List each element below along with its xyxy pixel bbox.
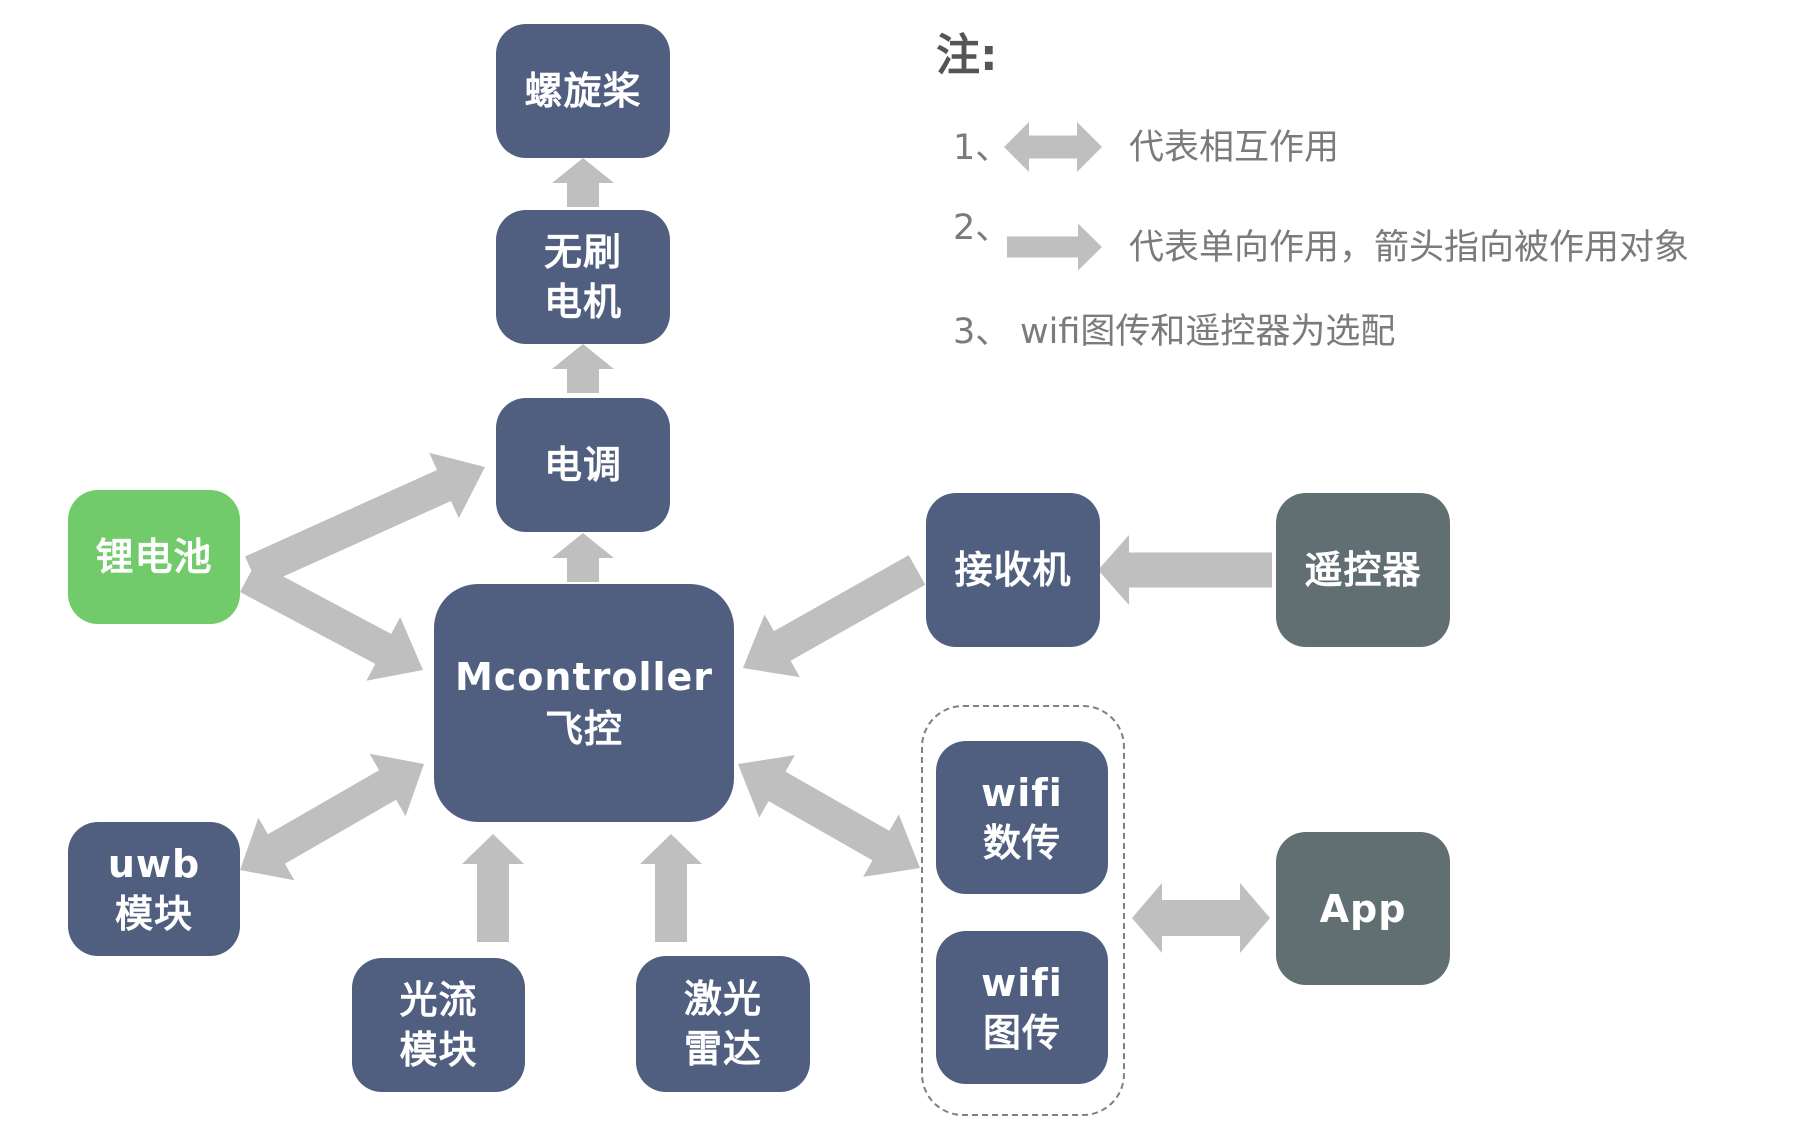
arrow-remote-controller-to-receiver [1098, 535, 1272, 605]
legend-text: wifi图传和遥控器为选配 [1020, 312, 1396, 352]
node-receiver[interactable]: 接收机 [926, 493, 1100, 647]
node-propeller[interactable]: 螺旋桨 [496, 24, 670, 158]
arrow-receiver-to-flight-controller [743, 555, 926, 678]
node-label: 接收机 [954, 548, 1072, 592]
node-wifi-data[interactable]: wifi 数传 [936, 741, 1108, 894]
optional-wifi-group [921, 705, 1125, 1116]
legend-two-way-arrow-icon [1004, 122, 1102, 172]
node-laser-radar[interactable]: 激光 雷达 [636, 956, 810, 1092]
node-brushless-motor[interactable]: 无刷 电机 [496, 210, 670, 344]
node-label: Mcontroller [454, 655, 714, 699]
legend-number: 2、 [953, 208, 1011, 248]
node-remote-controller[interactable]: 遥控器 [1276, 493, 1450, 647]
node-battery[interactable]: 锂电池 [68, 490, 240, 624]
legend-text: 代表相互作用 [1129, 128, 1340, 168]
node-label: 电调 [543, 443, 622, 487]
node-uwb-module[interactable]: uwb 模块 [68, 822, 240, 956]
node-wifi-image[interactable]: wifi 图传 [936, 931, 1108, 1084]
node-label: 雷达 [683, 1027, 762, 1071]
node-label: 模块 [114, 892, 193, 936]
arrow-optional-wifi-group-to-app-bidirectional [1132, 883, 1270, 953]
legend-number: 3、 [953, 312, 1011, 352]
node-label: 激光 [683, 977, 762, 1021]
node-app[interactable]: App [1276, 832, 1450, 985]
arrow-optical-flow-to-flight-controller [462, 834, 524, 942]
arrow-laser-radar-to-flight-controller [640, 834, 702, 942]
node-label: 模块 [399, 1028, 478, 1072]
node-label: 无刷 [543, 230, 622, 274]
legend-title: 注: [936, 30, 998, 81]
arrow-flight-controller-to-esc [552, 533, 614, 582]
node-label: uwb [107, 842, 201, 886]
arrow-battery-to-esc [245, 452, 485, 588]
node-label: 数传 [982, 820, 1061, 865]
node-esc[interactable]: 电调 [496, 398, 670, 532]
node-label: 电机 [543, 280, 622, 324]
node-label: 图传 [982, 1010, 1061, 1055]
node-label: App [1319, 886, 1407, 931]
node-label: 光流 [399, 978, 478, 1022]
node-flight-controller[interactable]: Mcontroller 飞控 [434, 584, 734, 822]
node-label: 遥控器 [1304, 548, 1422, 592]
arrow-uwb-to-flight-controller-bidirectional [240, 753, 424, 881]
node-label: 螺旋桨 [524, 69, 642, 113]
node-label: wifi [981, 770, 1063, 815]
node-optical-flow[interactable]: 光流 模块 [352, 958, 525, 1092]
node-label: 锂电池 [95, 535, 213, 579]
arrow-esc-to-motor [552, 344, 614, 393]
node-label: 飞控 [544, 707, 623, 751]
node-label: wifi [981, 960, 1063, 1005]
arrow-motor-to-propeller [552, 158, 614, 207]
legend-text: 代表单向作用，箭头指向被作用对象 [1129, 228, 1690, 268]
legend-one-way-arrow-icon [1007, 223, 1102, 271]
arrow-flight-controller-to-optional-wifi-group-bidirectional [738, 755, 920, 877]
arrow-battery-to-flight-controller [240, 562, 423, 681]
legend-number: 1、 [953, 128, 1011, 168]
